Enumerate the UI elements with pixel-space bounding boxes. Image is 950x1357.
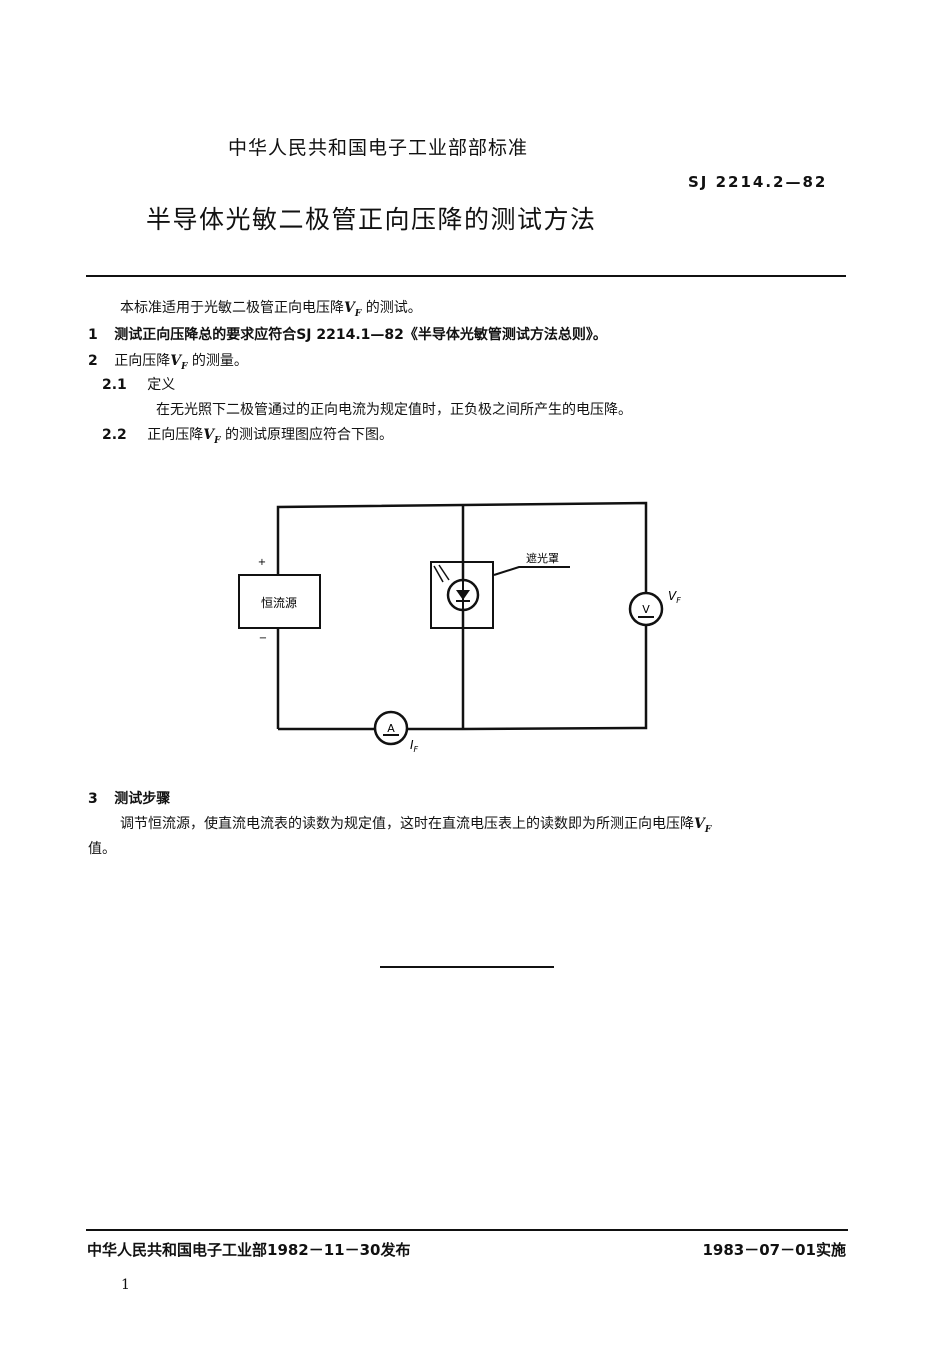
document-title: 半导体光敏二极管正向压降的测试方法 (146, 205, 597, 234)
constant-current-source-label: 恒流源 (261, 596, 297, 610)
photodiode-icon (456, 580, 470, 610)
issue-date: 中华人民共和国电子工业部1982－11－30发布 (87, 1241, 411, 1259)
positive-terminal-label: + (258, 557, 266, 568)
vf-symbol: VF (203, 427, 221, 446)
section-number: 2.1 (102, 377, 127, 393)
vf-symbol: VF (694, 816, 712, 835)
section-2-2: 2.2 正向压降VF 的测试原理图应符合下图。 (102, 424, 393, 446)
section-number: 2.2 (102, 427, 127, 443)
light-shield-label: 遮光罩 (526, 551, 559, 565)
vf-symbol: VF (344, 300, 362, 319)
reference-code: SJ 2214.1—82 (296, 327, 404, 343)
issuing-organization: 中华人民共和国电子工业部部标准 (228, 137, 529, 159)
vf-symbol: VF (170, 353, 188, 372)
section-2: 2 正向压降VF 的测量。 (88, 350, 248, 372)
section-2-1: 2.1 定义 (102, 374, 175, 394)
footer-divider (86, 1229, 848, 1231)
section-2-2-text-post: 的测试原理图应符合下图。 (224, 427, 393, 443)
section-number: 3 (88, 791, 98, 807)
header-divider (86, 275, 846, 277)
intro-paragraph: 本标准适用于光敏二极管正向电压降VF 的测试。 (120, 297, 422, 319)
page-number: 1 (121, 1277, 130, 1293)
voltmeter-symbol: V (642, 603, 650, 616)
section-3: 3 测试步骤 (88, 788, 170, 808)
section-1: 1 测试正向压降总的要求应符合SJ 2214.1—82《半导体光敏管测试方法总则… (88, 324, 607, 344)
section-heading: 测试步骤 (114, 791, 171, 807)
intro-text-post: 的测试。 (365, 300, 422, 316)
end-of-text-rule (380, 966, 554, 968)
test-procedure-text-end: 值。 (88, 841, 116, 857)
section-heading: 定义 (147, 377, 176, 393)
section-number: 2 (88, 353, 98, 369)
test-circuit-diagram: 恒流源 + − 遮光罩 V A VF IF (238, 501, 681, 754)
section-2-text-pre: 正向压降 (114, 353, 171, 369)
if-label: IF (410, 738, 419, 754)
negative-terminal-label: − (259, 633, 267, 644)
section-1-text: 测试正向压降总的要求应符合 (114, 327, 297, 343)
vf-label: VF (668, 589, 681, 605)
ammeter-symbol: A (387, 722, 395, 735)
definition-text: 在无光照下二极管通过的正向电流为规定值时，正负极之间所产生的电压降。 (156, 402, 632, 418)
intro-text-pre: 本标准适用于光敏二极管正向电压降 (120, 300, 344, 316)
test-procedure-text: 调节恒流源，使直流电流表的读数为规定值，这时在直流电压表上的读数即为所测正向电压… (120, 816, 712, 835)
section-2-2-text-pre: 正向压降 (147, 427, 204, 443)
effective-date: 1983－07－01实施 (702, 1241, 847, 1259)
section-2-text-post: 的测量。 (191, 353, 248, 369)
standard-code: SJ 2214.2—82 (688, 173, 828, 191)
section-number: 1 (88, 327, 98, 343)
reference-title: 《半导体光敏管测试方法总则》。 (403, 327, 607, 343)
